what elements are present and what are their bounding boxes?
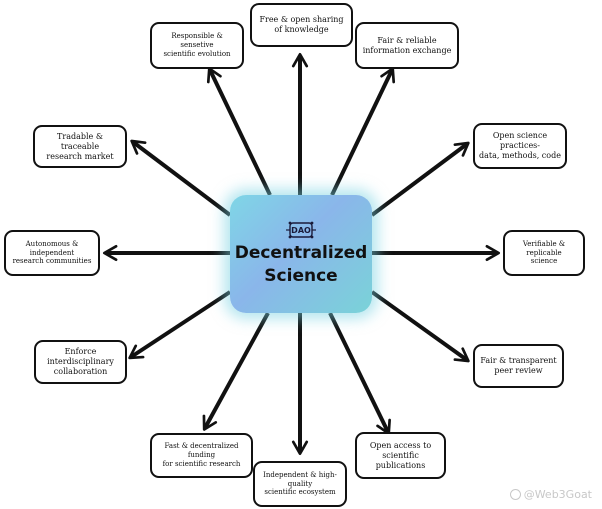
node-independent-ecosystem: Independent & high-quality scientific ec… [253, 461, 347, 507]
node-research-market: Tradable & traceable research market [33, 125, 127, 168]
node-responsible-evolution: Responsible & sensetive scientific evolu… [150, 22, 244, 69]
node-autonomous-communities: Autonomous & independent research commun… [4, 230, 100, 276]
center-node: DAO Decentralized Science [230, 195, 372, 313]
center-title-line2: Science [264, 266, 338, 286]
watermark: @Web3Goat [509, 488, 592, 501]
arrow-left-upper [130, 139, 232, 217]
watermark-icon [509, 489, 521, 500]
arrow-left-lower [128, 290, 232, 360]
node-interdisciplinary-collaboration: Enforce interdisciplinary collaboration [34, 340, 127, 384]
arrow-bottom-right [328, 312, 391, 435]
arrow-top-right [330, 67, 396, 196]
node-fair-reliable-exchange: Fair & reliable information exchange [355, 22, 459, 69]
node-fast-funding: Fast & decentralized funding for scienti… [150, 433, 253, 478]
watermark-text: @Web3Goat [523, 488, 592, 501]
node-verifiable-replicable: Verifiable & replicable science [503, 230, 585, 276]
node-free-open-sharing: Free & open sharing of knowledge [250, 3, 353, 47]
arrow-top-left [206, 67, 272, 196]
dao-logo-text: DAO [291, 226, 311, 235]
dao-logo-icon: DAO [286, 221, 316, 239]
center-title-line1: Decentralized [234, 243, 368, 264]
node-open-science-practices: Open science practices- data, methods, c… [473, 123, 567, 169]
node-open-access-publications: Open access to scientific publications [355, 432, 446, 479]
arrow-right-upper [370, 141, 470, 217]
arrow-right-lower [370, 290, 470, 363]
arrow-bottom-left [202, 312, 270, 431]
node-fair-transparent-review: Fair & transparent peer review [473, 344, 564, 388]
